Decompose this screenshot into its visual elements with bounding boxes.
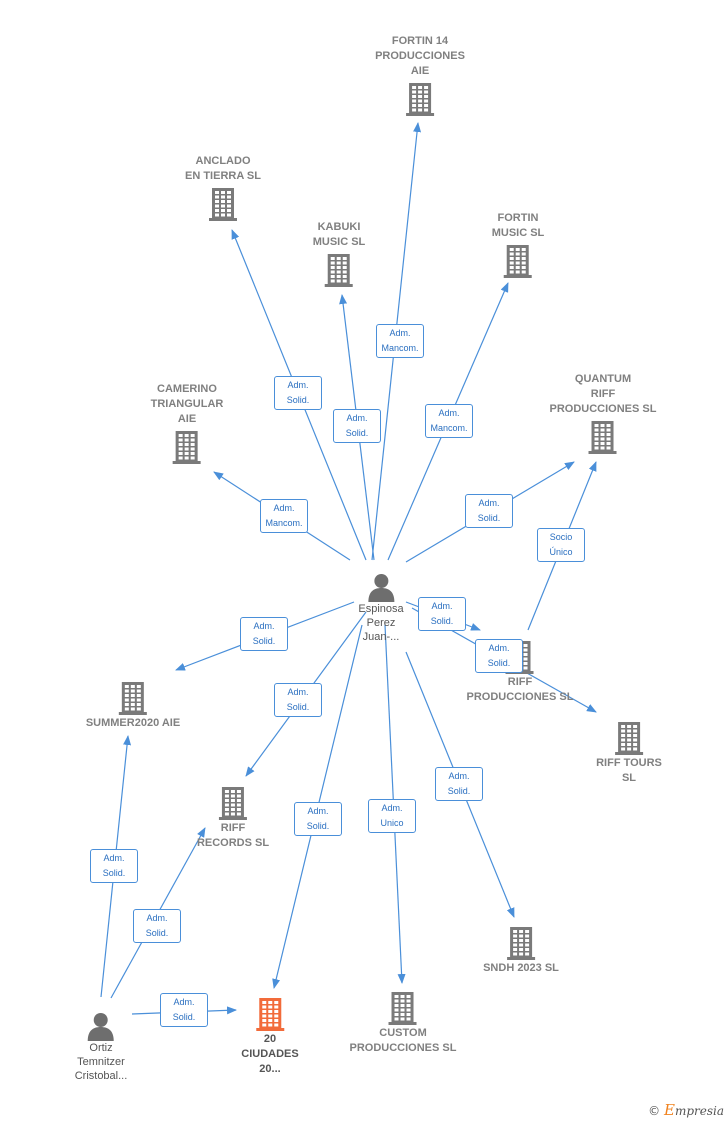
edge-label-p1-riffrecords[interactable]: Adm. Solid. [274, 683, 322, 717]
edge-label-p1-anclado[interactable]: Adm. Solid. [274, 376, 322, 410]
edge-label-p1-summer[interactable]: Adm. Solid. [240, 617, 288, 651]
company-node-fortinmusic[interactable]: FORTIN MUSIC SL [491, 211, 545, 279]
company-label[interactable]: SNDH 2023 SL [483, 962, 559, 974]
building-icon [219, 787, 247, 820]
building-icon [589, 421, 617, 454]
company-node-riffrecords[interactable]: RIFF RECORDS SL [197, 785, 269, 851]
person-icon [367, 574, 394, 602]
building-icon [255, 998, 284, 1031]
edge-label-p1-ciudades[interactable]: Adm. Solid. [294, 802, 342, 836]
copyright-symbol: © [648, 1104, 661, 1118]
company-node-anclado[interactable]: ANCLADO EN TIERRA SL [185, 154, 261, 222]
company-label[interactable]: SUMMER2020 AIE [85, 717, 181, 729]
company-node-summer[interactable]: SUMMER2020 AIE [86, 680, 180, 731]
company-node-camerino[interactable]: CAMERINO TRIANGULAR AIE [150, 382, 224, 465]
edge-label-p2-riffrecords[interactable]: Adm. Solid. [133, 909, 181, 943]
company-label[interactable]: KABUKI MUSIC SL [312, 221, 366, 248]
building-icon [325, 254, 353, 287]
edge-label-p2-summer[interactable]: Adm. Solid. [90, 849, 138, 883]
company-node-custom[interactable]: CUSTOM PRODUCCIONES SL [349, 990, 457, 1056]
edge-label-p1-camerino[interactable]: Adm. Mancom. [260, 499, 308, 533]
company-node-quantum[interactable]: QUANTUM RIFF PRODUCCIONES SL [549, 372, 657, 455]
edge-label-p1-riffprod[interactable]: Adm. Solid. [418, 597, 466, 631]
company-node-fortin14[interactable]: FORTIN 14 PRODUCCIONES AIE [375, 34, 465, 117]
company-label[interactable]: FORTIN MUSIC SL [491, 212, 545, 239]
building-icon [173, 431, 201, 464]
company-label[interactable]: RIFF PRODUCCIONES SL [466, 676, 574, 703]
building-icon [614, 722, 643, 755]
person-node-p2[interactable]: Ortiz Temnitzer Cristobal... [74, 1011, 128, 1083]
company-node-kabuki[interactable]: KABUKI MUSIC SL [312, 220, 366, 288]
building-icon [389, 992, 417, 1025]
person-label[interactable]: Espinosa Perez Juan-... [358, 603, 404, 643]
company-label[interactable]: RIFF TOURS SL [596, 757, 662, 784]
company-label[interactable]: RIFF RECORDS SL [196, 822, 270, 849]
edge-label-riffprod-quantum[interactable]: Socio Único [537, 528, 585, 562]
edge-label-p1-quantum[interactable]: Adm. Solid. [465, 494, 513, 528]
person-icon [87, 1013, 114, 1041]
edge-label-p1-fortin14[interactable]: Adm. Mancom. [376, 324, 424, 358]
person-label[interactable]: Ortiz Temnitzer Cristobal... [74, 1042, 128, 1082]
building-icon [504, 245, 532, 278]
edge-label-p1-fortinmusic[interactable]: Adm. Mancom. [425, 404, 473, 438]
person-node-p1[interactable]: Espinosa Perez Juan-... [358, 572, 404, 644]
company-label[interactable]: ANCLADO EN TIERRA SL [185, 155, 261, 182]
building-icon [406, 83, 434, 116]
edge-label-p1-custom[interactable]: Adm. Unico [368, 799, 416, 833]
company-label[interactable]: FORTIN 14 PRODUCCIONES AIE [375, 35, 465, 77]
brand-credit: © Empresia [648, 1101, 724, 1119]
building-icon [209, 188, 237, 221]
edge-label-p2-ciudades[interactable]: Adm. Solid. [160, 993, 208, 1027]
company-node-sndh[interactable]: SNDH 2023 SL [483, 925, 559, 976]
brand-name: mpresia [674, 1104, 724, 1118]
edge-label-p1-sndh[interactable]: Adm. Solid. [435, 767, 483, 801]
brand-initial: E [663, 1101, 675, 1119]
company-node-rifftours[interactable]: RIFF TOURS SL [596, 720, 662, 786]
company-label[interactable]: 20 CIUDADES 20... [241, 1033, 299, 1075]
company-label[interactable]: CAMERINO TRIANGULAR AIE [150, 383, 224, 425]
edge-label-p1-kabuki[interactable]: Adm. Solid. [333, 409, 381, 443]
company-node-ciudades[interactable]: 20 CIUDADES 20... [241, 996, 299, 1077]
building-icon [507, 927, 535, 960]
company-label[interactable]: QUANTUM RIFF PRODUCCIONES SL [549, 373, 657, 415]
edge-label-p1-rifftours[interactable]: Adm. Solid. [475, 639, 523, 673]
building-icon [119, 682, 147, 715]
company-label[interactable]: CUSTOM PRODUCCIONES SL [349, 1027, 457, 1054]
